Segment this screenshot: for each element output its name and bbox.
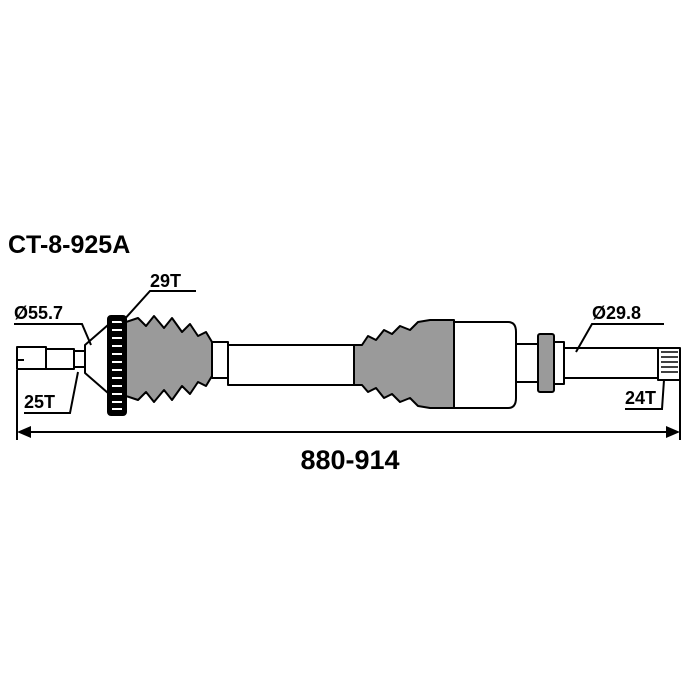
inner-output-shaft	[563, 347, 659, 379]
inner-boot	[353, 319, 455, 409]
outer-diameter-label: Ø55.7	[14, 303, 63, 323]
callout-inner-diameter: Ø29.8	[575, 303, 664, 353]
part-number: CT-8-925A	[8, 231, 130, 259]
inner-seal-ring	[537, 333, 555, 393]
outer-cv-joint	[16, 315, 229, 416]
outer-shaft-spline-label: 25T	[24, 392, 55, 412]
callout-outer-diameter: Ø55.7	[14, 303, 92, 346]
overall-length-label: 880-914	[300, 445, 399, 475]
inner-housing	[453, 321, 517, 409]
inner-spline-end	[657, 347, 681, 381]
inner-spline-label: 24T	[625, 388, 656, 408]
outer-bell-housing	[84, 324, 109, 394]
callout-outer-shaft-spline: 25T	[16, 359, 79, 414]
inner-cv-joint	[353, 319, 681, 409]
dimension-arrow-left	[17, 426, 31, 438]
outer-spline-label: 29T	[150, 271, 181, 291]
outer-boot	[125, 315, 223, 403]
inner-seal-collar	[553, 341, 565, 385]
abs-ring-teeth	[112, 321, 122, 410]
overall-length-dimension: 880-914	[16, 380, 681, 475]
outer-stub-shaft	[16, 346, 86, 370]
outer-boot-clamp	[211, 341, 229, 379]
callout-outer-spline: 29T	[121, 271, 196, 323]
intermediate-shaft	[227, 344, 355, 386]
inner-stub-step	[515, 343, 539, 383]
callout-inner-spline: 24T	[625, 379, 665, 410]
inner-diameter-label: Ø29.8	[592, 303, 641, 323]
dimension-arrow-right	[666, 426, 680, 438]
